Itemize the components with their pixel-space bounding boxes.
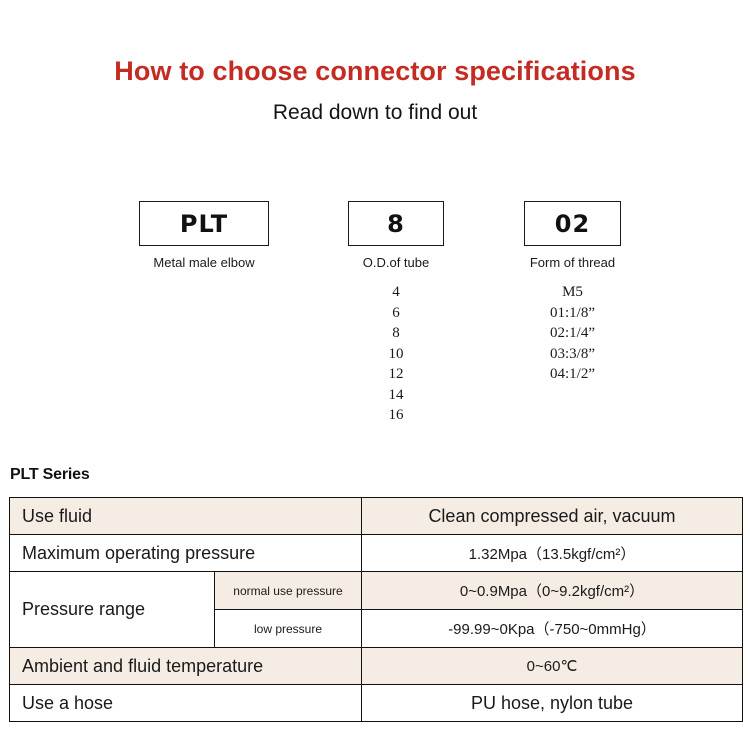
page-subtitle: Read down to find out: [272, 101, 478, 124]
spec-label-use-fluid: Use fluid: [9, 497, 362, 535]
table-row: Maximum operating pressure 1.32Mpa（13.5k…: [9, 534, 743, 572]
table-row: Use fluid Clean compressed air, vacuum: [9, 497, 743, 535]
code-option: 8: [392, 325, 400, 341]
code-option: 01:1/8”: [550, 304, 595, 321]
code-option: 03:3/8”: [550, 345, 595, 362]
code-option: 16: [388, 407, 404, 423]
code-caption-od: O.D.of tube: [362, 255, 430, 270]
spec-sublabel-normal-use-pressure: normal use pressure: [214, 571, 362, 610]
code-box-od-value: 8: [387, 209, 405, 238]
code-box-thread: 02: [524, 201, 621, 246]
table-row: Ambient and fluid temperature 0~60℃: [9, 647, 743, 685]
spec-sublabel-low-pressure: low pressure: [214, 609, 362, 648]
code-options-od: 4 6 8 10 12 14 16: [348, 282, 444, 426]
code-option: 14: [388, 386, 404, 403]
spec-value-max-pressure: 1.32Mpa（13.5kgf/cm²）: [361, 534, 743, 572]
spec-label-max-pressure: Maximum operating pressure: [9, 534, 362, 572]
code-caption-thread: Form of thread: [529, 255, 616, 270]
spec-value-normal-use-pressure: 0~0.9Mpa（0~9.2kgf/cm²）: [361, 571, 743, 610]
code-option: 6: [392, 304, 400, 321]
specification-table: Use fluid Clean compressed air, vacuum M…: [9, 497, 743, 722]
code-caption-series: Metal male elbow: [153, 255, 255, 270]
spec-label-use-a-hose: Use a hose: [9, 684, 362, 722]
code-option: 02:1/4”: [550, 325, 595, 341]
code-box-od: 8: [348, 201, 444, 246]
code-option: 04:1/2”: [550, 366, 595, 382]
spec-label-ambient-temperature: Ambient and fluid temperature: [9, 647, 362, 685]
code-breakdown-section: PLT Metal male elbow 8 O.D.of tube 4 6 8…: [139, 201, 621, 426]
table-row: Pressure range normal use pressure 0~0.9…: [9, 571, 743, 648]
spec-value-low-pressure: -99.99~0Kpa（-750~0mmHg）: [361, 609, 743, 648]
code-option: 4: [392, 284, 400, 300]
code-box-thread-value: 02: [554, 209, 591, 238]
spec-value-ambient-temperature: 0~60℃: [361, 647, 743, 685]
code-option: 10: [388, 345, 404, 362]
table-row: Use a hose PU hose, nylon tube: [9, 684, 743, 722]
code-box-series: PLT: [139, 201, 269, 246]
code-box-series-value: PLT: [179, 209, 229, 238]
code-option: 12: [388, 366, 404, 382]
code-column-od: 8 O.D.of tube 4 6 8 10 12 14 16: [348, 201, 444, 426]
series-heading: PLT Series: [10, 466, 90, 483]
spec-value-use-fluid: Clean compressed air, vacuum: [361, 497, 743, 535]
code-options-thread: M5 01:1/8” 02:1/4” 03:3/8” 04:1/2”: [524, 282, 621, 385]
code-column-series: PLT Metal male elbow: [139, 201, 269, 270]
table-row: low pressure -99.99~0Kpa（-750~0mmHg）: [10, 609, 743, 648]
page-title: How to choose connector specifications: [114, 56, 636, 86]
code-option: M5: [562, 284, 583, 300]
spec-label-pressure-range: Pressure range: [9, 571, 215, 648]
spec-value-use-a-hose: PU hose, nylon tube: [361, 684, 743, 722]
code-column-thread: 02 Form of thread M5 01:1/8” 02:1/4” 03:…: [524, 201, 621, 385]
